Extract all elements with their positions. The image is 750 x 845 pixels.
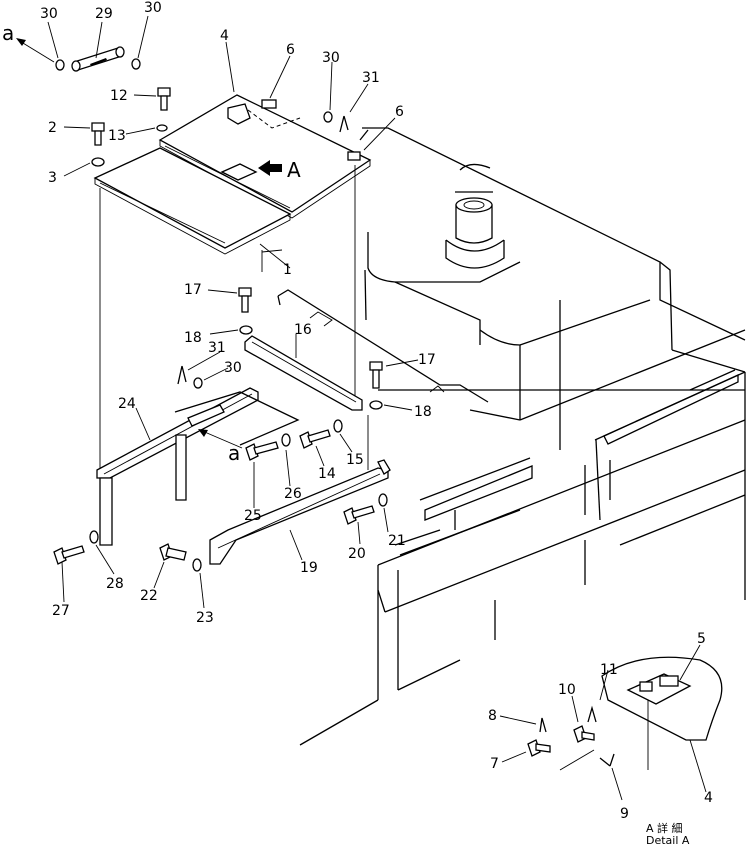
callout-2: 2 <box>48 120 57 136</box>
callout-23: 23 <box>196 610 214 626</box>
tank-body <box>299 127 746 746</box>
callout-27: 27 <box>52 603 70 619</box>
ref-a-mid: a <box>228 441 240 465</box>
callout-13: 13 <box>108 128 126 144</box>
bracket-24 <box>96 387 300 546</box>
callout-31-b: 31 <box>208 340 226 356</box>
detail-a-label-jp: A 詳 細 <box>646 821 683 835</box>
callout-18-a: 18 <box>184 330 202 346</box>
callout-10: 10 <box>558 682 576 698</box>
callout-6-b: 6 <box>395 104 404 120</box>
hardware <box>53 58 388 572</box>
detail-a-view <box>527 656 723 771</box>
cover-assembly <box>93 94 372 255</box>
callout-15: 15 <box>346 452 364 468</box>
callout-6-a: 6 <box>286 42 295 58</box>
callout-11: 11 <box>600 662 618 678</box>
bracket-19 <box>209 459 391 565</box>
callout-17-a: 17 <box>184 282 202 298</box>
callout-7: 7 <box>490 756 499 772</box>
callout-24: 24 <box>118 396 136 412</box>
callout-numbers: 30 29 30 4 6 30 31 6 12 2 13 3 1 17 18 3… <box>2 0 713 845</box>
leader-guides <box>99 165 369 470</box>
callout-19: 19 <box>300 560 318 576</box>
callout-31-a: 31 <box>362 70 380 86</box>
detail-a-label-en: Detail A <box>646 834 690 845</box>
callout-20: 20 <box>348 546 366 562</box>
callout-30-b: 30 <box>144 0 162 16</box>
view-marker-a: A <box>287 158 301 182</box>
callout-1: 1 <box>283 262 292 278</box>
callout-16: 16 <box>294 322 312 338</box>
callout-22: 22 <box>140 588 158 604</box>
callout-8: 8 <box>488 708 497 724</box>
callout-30-c: 30 <box>322 50 340 66</box>
callout-30-a: 30 <box>40 6 58 22</box>
callout-29: 29 <box>95 6 113 22</box>
callout-17-b: 17 <box>418 352 436 368</box>
rod-29 <box>71 46 125 72</box>
callout-4: 4 <box>220 28 229 44</box>
leader-lines <box>16 15 707 801</box>
callout-21: 21 <box>388 533 406 549</box>
callout-4-detail: 4 <box>704 790 713 806</box>
callout-9: 9 <box>620 806 629 822</box>
callout-28: 28 <box>106 576 124 592</box>
callout-5: 5 <box>697 631 706 647</box>
bracket-16 <box>244 289 489 411</box>
callout-12: 12 <box>110 88 128 104</box>
callout-18-b: 18 <box>414 404 432 420</box>
ref-a-top: a <box>2 21 14 45</box>
callout-26: 26 <box>284 486 302 502</box>
callout-25: 25 <box>244 508 262 524</box>
callout-30-d: 30 <box>224 360 242 376</box>
callout-14: 14 <box>318 466 336 482</box>
callout-3: 3 <box>48 170 57 186</box>
